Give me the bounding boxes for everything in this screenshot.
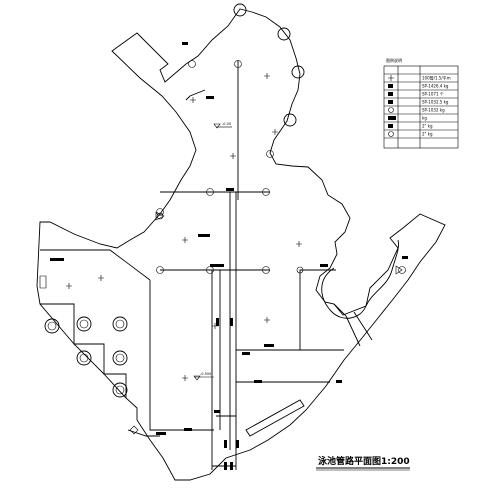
grid-fitting-icon (388, 100, 393, 104)
planter-circle-2 (277, 27, 291, 41)
legend-row-text: 100管/1.5/平m (422, 75, 451, 81)
pump-icon (388, 124, 393, 128)
legend-row-text: 2" kg (422, 124, 433, 129)
legend-row-text: SP-1032 kg (422, 108, 445, 113)
planter-circle-1 (233, 3, 247, 17)
cross-fitting-icon (388, 75, 394, 81)
outlet-fittings (156, 60, 406, 274)
legend-row-text: SP-1426.4 kg (422, 84, 449, 89)
legend-row-text: SP-1032.5 kg (422, 100, 449, 105)
drain-slot (245, 399, 305, 437)
planter-circle-4 (283, 113, 297, 127)
legend-row-text: 2" kg (422, 132, 433, 137)
valve-icon (388, 116, 396, 120)
level-label-lower: -0.500 (200, 372, 211, 376)
steps (40, 303, 127, 398)
wavy-basin (321, 239, 399, 319)
legend-row-text: SP-1071 个 (422, 92, 444, 97)
floor-inlets (66, 73, 302, 381)
pool-outline (36, 8, 446, 481)
drawing-title: 泳池管路平面图1:200 (318, 455, 410, 467)
filter-icon (388, 131, 394, 137)
pipe-fittings (50, 42, 408, 470)
pipe-network (40, 60, 373, 470)
planter-circle-3 (291, 65, 305, 79)
level-label-upper: -0.05 (222, 122, 231, 126)
round-fitting-icon (388, 107, 394, 113)
square-fitting-icon (388, 84, 393, 88)
jet-group (44, 316, 128, 398)
legend-row-text: kg (422, 116, 427, 121)
legend-header: 图例说明 (386, 57, 402, 63)
level-markers (39, 123, 403, 435)
rect-fitting-icon (388, 92, 393, 96)
